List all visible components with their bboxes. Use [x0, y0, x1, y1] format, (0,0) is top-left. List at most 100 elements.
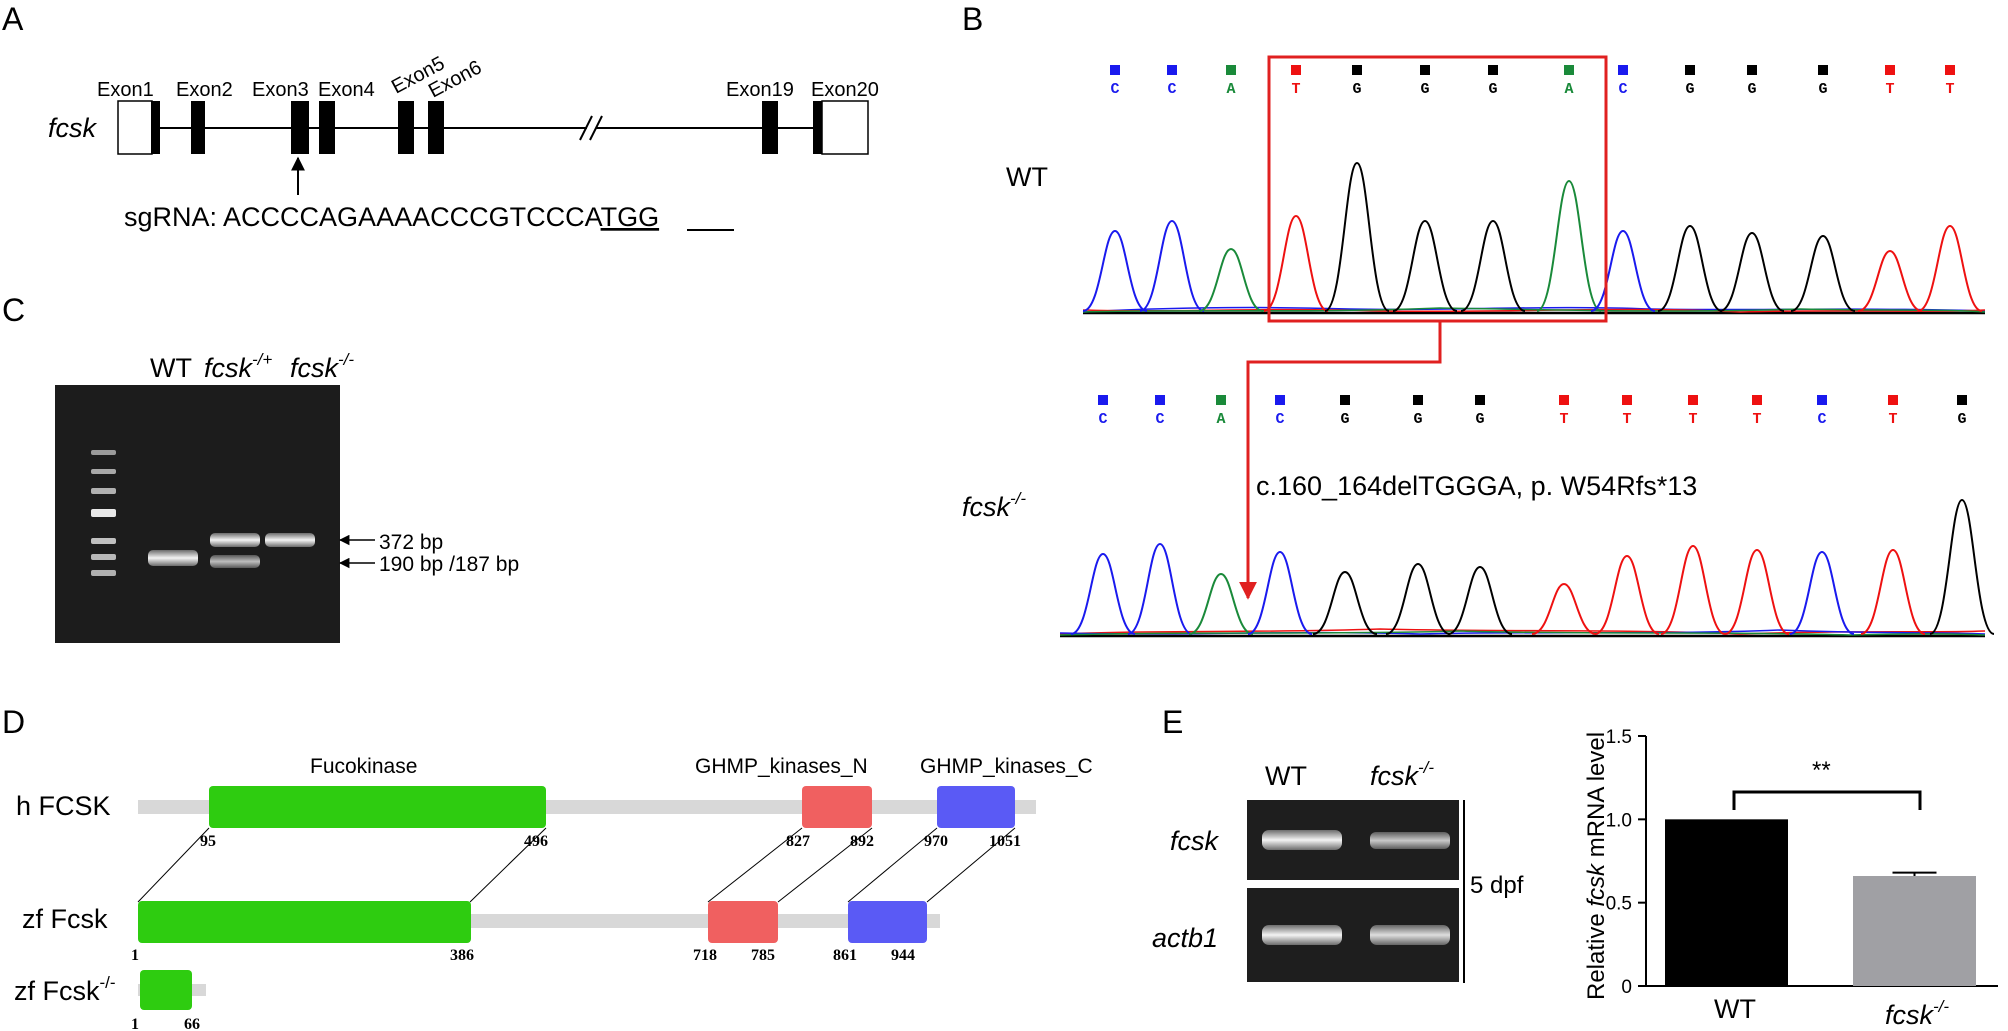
exon-label: Exon2 [176, 79, 233, 101]
mut-base-call: C [1098, 411, 1107, 428]
panel-c: C WT fcsk-/+ fcsk-/- 372 bp 190 bp /187 … [2, 292, 519, 643]
residue-number: 1 [131, 1016, 139, 1031]
mut-peak [1929, 498, 1995, 635]
base-call-marker [1888, 395, 1898, 405]
mut-peak [1127, 542, 1193, 635]
mrna-bar-chart: Relative fcsk mRNA level 00.51.01.5 WT f… [1583, 727, 1998, 1030]
residue-number: 386 [450, 947, 474, 964]
base-call-marker [1752, 395, 1762, 405]
base-call-marker [1688, 395, 1698, 405]
wt-peak [1790, 234, 1856, 312]
y-axis-label: Relative fcsk mRNA level [1583, 732, 1610, 1000]
exon5-box [398, 101, 414, 154]
mut-peak [1385, 562, 1451, 635]
gene-name: fcsk [48, 113, 98, 143]
mut-peak [1594, 554, 1660, 635]
wt-base-call: G [1685, 81, 1694, 98]
wt-base-call: G [1420, 81, 1429, 98]
exon1-coding-box [151, 101, 160, 154]
significance-label: ** [1812, 757, 1831, 784]
y-tick-label: 1.5 [1606, 727, 1632, 748]
wt-base-call: C [1110, 81, 1119, 98]
mut-base-call: T [1752, 411, 1761, 428]
panel-letter-b: B [962, 1, 983, 37]
base-call-marker [1110, 65, 1120, 75]
protein-label-human: h FCSK [16, 791, 111, 821]
stage-label: 5 dpf [1470, 872, 1524, 899]
base-call-marker [1275, 395, 1285, 405]
base-call-marker [1564, 65, 1574, 75]
wt-peak [1139, 219, 1205, 312]
alignment-lines [137, 827, 1016, 903]
base-call-marker [1413, 395, 1423, 405]
mut-base-call: T [1559, 411, 1568, 428]
mut-peaks [1070, 498, 1995, 635]
break-mark [579, 115, 593, 141]
panel-d: D h FCSK Fucokinase GHMP_kinases_N GHMP_… [2, 704, 1093, 1031]
band-upper-label: 372 bp [379, 531, 443, 554]
wt-base-call: G [1747, 81, 1756, 98]
gel-band-hom [265, 533, 315, 547]
wt-peaks [1082, 161, 1983, 312]
wt-base-call: C [1167, 81, 1176, 98]
domain-ghmp-c-zebrafish [848, 901, 927, 943]
panel-letter-d: D [2, 704, 25, 740]
gel-col-wt: WT [1265, 761, 1307, 791]
wt-base-call: G [1352, 81, 1361, 98]
exon-label: Exon20 [811, 79, 879, 101]
mut-peak [1660, 544, 1726, 635]
mut-base-call: G [1957, 411, 1966, 428]
exon20-coding-box [813, 101, 822, 154]
exon6-box [428, 101, 444, 154]
gel-band-het-upper [210, 533, 260, 547]
mut-base-call: C [1817, 411, 1826, 428]
mut-trace-label: fcsk-/- [962, 489, 1026, 522]
deletion-highlight-box [1267, 55, 1608, 323]
wt-base-call: G [1818, 81, 1827, 98]
mut-noise-trace [1059, 630, 1986, 636]
base-call-marker [1885, 65, 1895, 75]
domain-ghmp-c-human [937, 786, 1015, 828]
mut-base-call: G [1413, 411, 1422, 428]
lane-label-hom: fcsk-/- [290, 350, 354, 383]
mut-base-call: T [1622, 411, 1631, 428]
wt-base-call: G [1488, 81, 1497, 98]
wt-peak [1536, 179, 1602, 312]
y-tick-label: 1.0 [1606, 810, 1632, 831]
base-call-marker [1352, 65, 1362, 75]
chart-bars [1665, 819, 1976, 986]
exon-label: Exon1 [97, 79, 154, 101]
gel-band-het-lower [210, 555, 260, 568]
residue-number: 827 [786, 833, 810, 850]
exon19-box [762, 101, 778, 154]
base-call-marker [1488, 65, 1498, 75]
wt-peak [1392, 219, 1458, 312]
exon-label: Exon3 [252, 79, 309, 101]
chart-axes: 00.51.01.5 [1606, 727, 1998, 998]
mut-peak [1188, 572, 1254, 635]
gel-row-actb1: actb1 [1152, 923, 1218, 953]
wt-trace-label: WT [1006, 162, 1048, 192]
base-call-marker [1155, 395, 1165, 405]
mut-base-call: C [1155, 411, 1164, 428]
mut-peak [1312, 570, 1378, 635]
base-call-marker [1747, 65, 1757, 75]
residue-number: 1051 [989, 833, 1021, 850]
gel-col-mut: fcsk-/- [1370, 758, 1434, 791]
exon-label: Exon19 [726, 79, 794, 101]
panel-e: E WT fcsk-/- fcsk actb1 5 dpf Relative f… [1152, 704, 1998, 1030]
wt-peak [1719, 231, 1785, 312]
domain-fucokinase-mutant [140, 970, 192, 1010]
pam-sequence: TGG [601, 202, 660, 232]
break-mark [589, 115, 603, 141]
base-call-marker [1226, 65, 1236, 75]
residue-number: 970 [924, 833, 948, 850]
mut-base-call: A [1216, 411, 1225, 428]
gel-band-fcsk-mut [1370, 832, 1450, 849]
base-call-marker [1216, 395, 1226, 405]
base-call-marker [1559, 395, 1569, 405]
wt-peak [1263, 214, 1329, 312]
mut-peak [1070, 552, 1136, 635]
dna-ladder [91, 450, 116, 576]
